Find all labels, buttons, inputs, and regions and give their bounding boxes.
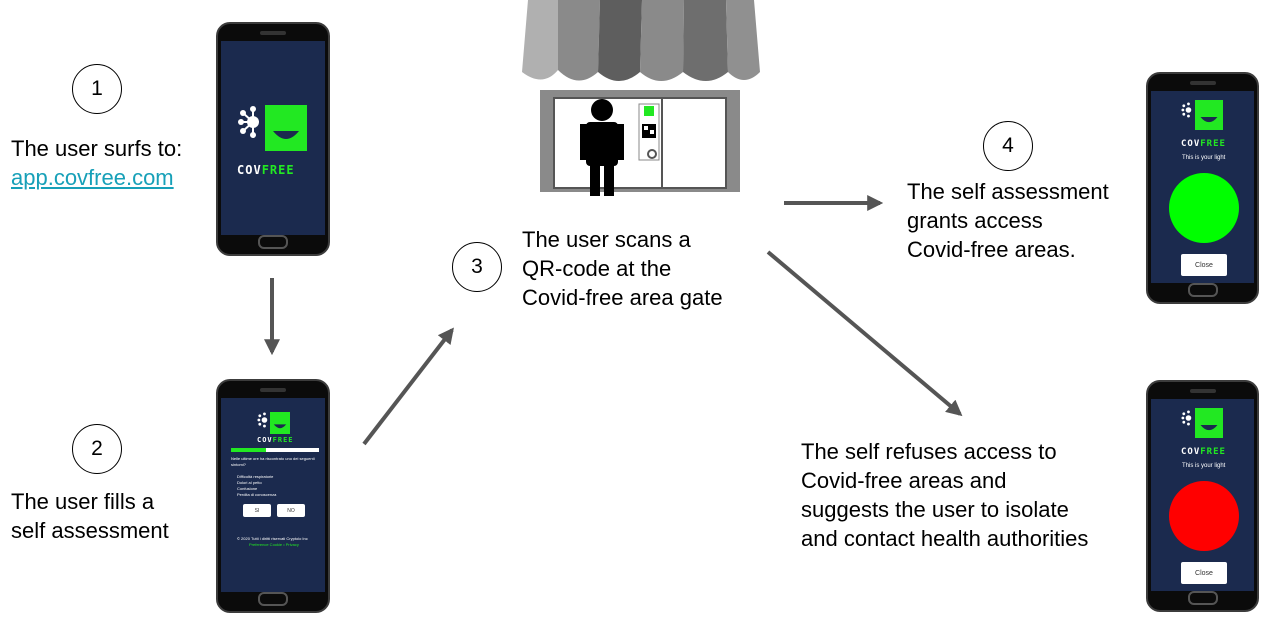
phone-assessment: COVFREE Nelle ultime ore ha riscontrato … xyxy=(216,379,330,613)
step-2-number: 2 xyxy=(72,424,122,474)
phone-speaker xyxy=(260,388,286,392)
virus-icon xyxy=(238,106,259,138)
step-1-caption: The user surfs to: app.covfree.com xyxy=(11,134,182,192)
phone-green-light: COVFREE This is your light Close xyxy=(1146,72,1259,304)
close-button[interactable]: Close xyxy=(1181,254,1227,276)
step-2-text-2: self assessment xyxy=(11,518,169,543)
no-button[interactable]: NO xyxy=(277,504,305,517)
phone-green-screen: COVFREE This is your light Close xyxy=(1151,91,1254,283)
step-2-caption: The user fills a self assessment xyxy=(11,487,169,545)
covfree-link[interactable]: app.covfree.com xyxy=(11,165,174,190)
symptom-list: Difficoltà respiratorie Dolori al petto … xyxy=(237,474,276,498)
step-5-text-4: and contact health authorities xyxy=(801,526,1089,551)
red-light xyxy=(1169,481,1239,551)
home-button[interactable] xyxy=(1187,591,1218,605)
step-5-text-3: suggests the user to isolate xyxy=(801,497,1069,522)
step-4-caption: The self assessment grants access Covid-… xyxy=(907,177,1109,264)
logo-square xyxy=(270,412,290,434)
step-4-text-2: grants access xyxy=(907,208,1043,233)
step-3-text-3: Covid-free area gate xyxy=(522,285,723,310)
phone-red-screen: COVFREE This is your light Close xyxy=(1151,399,1254,591)
light-label: This is your light xyxy=(1182,463,1226,469)
step-3-text-1: The user scans a xyxy=(522,227,691,252)
symptom-item: Perdita di conoscenza xyxy=(237,492,277,497)
brand-name: COVFREE xyxy=(1181,139,1226,149)
step-4-number: 4 xyxy=(983,121,1033,171)
step-4-text-3: Covid-free areas. xyxy=(907,237,1076,262)
arrow-2-to-3 xyxy=(362,327,454,446)
phone-red-light: COVFREE This is your light Close xyxy=(1146,380,1259,612)
brand-name: COVFREE xyxy=(237,163,295,177)
phone-speaker xyxy=(260,31,286,35)
logo-square xyxy=(1195,408,1223,438)
phone-splash-screen: COVFREE xyxy=(221,41,325,235)
arrow-3-to-refuse xyxy=(766,250,963,417)
phone-assessment-screen: COVFREE Nelle ultime ore ha riscontrato … xyxy=(221,398,325,592)
smile-icon xyxy=(273,131,299,139)
home-button[interactable] xyxy=(258,235,288,249)
virus-icon xyxy=(1181,410,1192,426)
symptom-item: Confusione xyxy=(237,486,258,491)
logo-square xyxy=(265,105,307,151)
symptom-item: Dolori al petto xyxy=(237,480,262,485)
question-text: Nelle ultime ore ha riscontrato uno dei … xyxy=(231,456,315,467)
brand-name: COVFREE xyxy=(1181,447,1226,457)
step-4-text-1: The self assessment xyxy=(907,179,1109,204)
step-3-number: 3 xyxy=(452,242,502,292)
home-button[interactable] xyxy=(1187,283,1218,297)
step-1-number: 1 xyxy=(72,64,122,114)
close-button[interactable]: Close xyxy=(1181,562,1227,584)
home-button[interactable] xyxy=(258,592,288,606)
footer-links[interactable]: Preference Cookie • Privacy xyxy=(249,542,299,547)
step-5-text-1: The self refuses access to xyxy=(801,439,1057,464)
light-label: This is your light xyxy=(1182,155,1226,161)
virus-icon xyxy=(1181,102,1192,118)
phone-speaker xyxy=(1189,389,1216,393)
step-3-text-2: QR-code at the xyxy=(522,256,672,281)
progress-bar xyxy=(231,448,319,452)
phone-speaker xyxy=(1189,81,1216,85)
yes-button[interactable]: SI xyxy=(243,504,271,517)
step-1-text: The user surfs to: xyxy=(11,136,183,161)
shop-gate-illustration xyxy=(522,0,760,196)
step-5-caption: The self refuses access to Covid-free ar… xyxy=(801,437,1088,553)
step-5-text-2: Covid-free areas and xyxy=(801,468,1007,493)
step-2-text-1: The user fills a xyxy=(11,489,155,514)
footer-copyright: © 2020 Tutti i diritti riservati Cryptol… xyxy=(237,536,308,541)
logo-square xyxy=(1195,100,1223,130)
symptom-item: Difficoltà respiratorie xyxy=(237,474,274,479)
green-light xyxy=(1169,173,1239,243)
step-3-caption: The user scans a QR-code at the Covid-fr… xyxy=(522,225,723,312)
virus-icon xyxy=(257,412,268,428)
brand-name: COVFREE xyxy=(257,436,294,444)
phone-splash: COVFREE xyxy=(216,22,330,256)
progress-fill xyxy=(231,448,267,452)
